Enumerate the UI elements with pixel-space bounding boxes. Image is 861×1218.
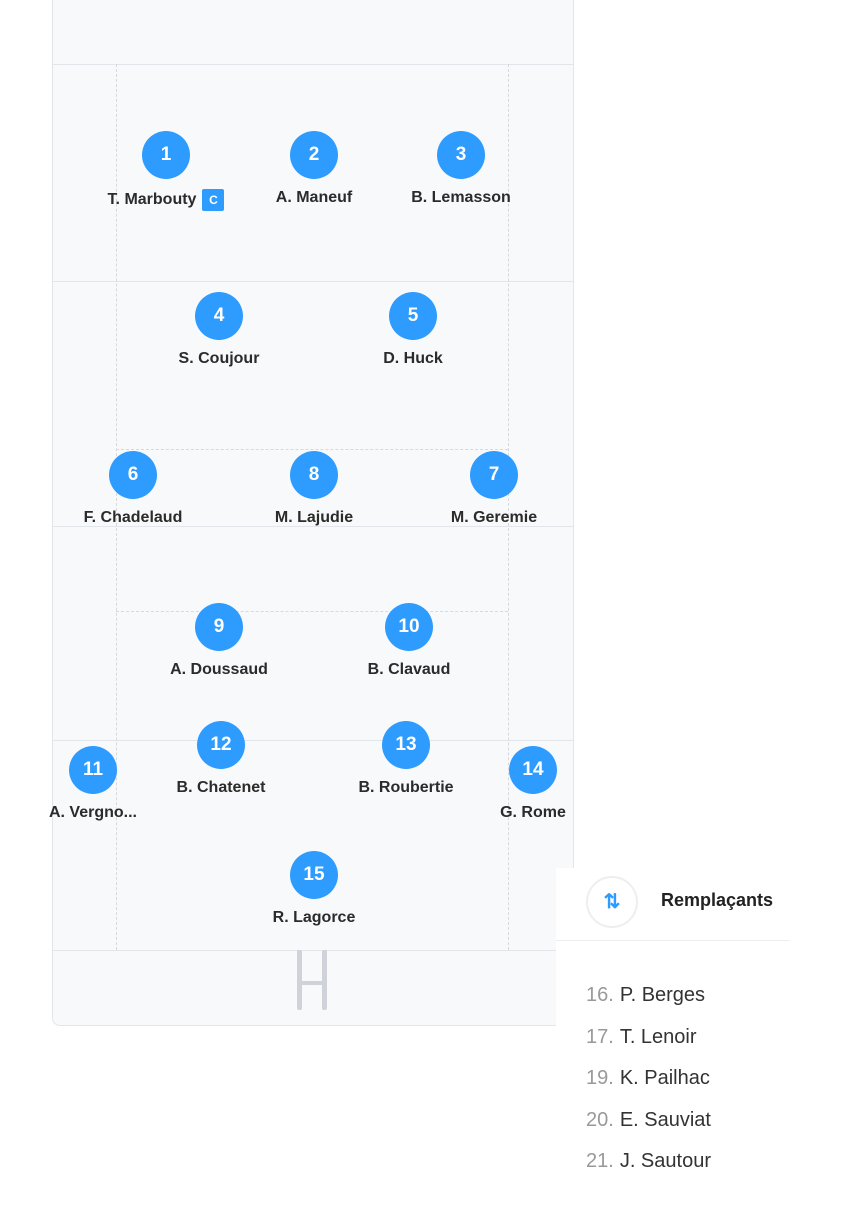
player[interactable]: 12 B. Chatenet <box>151 721 291 797</box>
player-name: F. Chadelaud <box>83 509 183 526</box>
sub-number: 20. <box>586 1108 614 1131</box>
field-line <box>52 950 574 951</box>
sub-name: E. Sauviat <box>619 1108 711 1131</box>
player[interactable]: 1 T. Marbouty C <box>96 131 236 211</box>
sub-name: T. Lenoir <box>619 1025 697 1048</box>
field-line <box>52 281 574 282</box>
player-name: B. Roubertie <box>358 779 454 796</box>
field-dashed-line <box>116 611 508 612</box>
player-name: D. Huck <box>383 350 443 367</box>
player-number: 15 <box>290 851 338 899</box>
player-number: 1 <box>142 131 190 179</box>
list-item[interactable]: 16.P. Berges <box>586 984 711 1026</box>
list-item[interactable]: 19.K. Pailhac <box>586 1067 711 1109</box>
player-name: A. Vergno... <box>48 804 137 821</box>
sub-name: J. Sautour <box>619 1150 711 1172</box>
player[interactable]: 6 F. Chadelaud <box>63 451 203 527</box>
substitutes-list: 16.P. Berges 17.T. Lenoir 19.K. Pailhac … <box>586 984 711 1192</box>
field-line <box>52 526 574 527</box>
captain-badge: C <box>202 189 225 211</box>
player-name: A. Doussaud <box>170 661 268 678</box>
sub-number: 19. <box>586 1067 614 1089</box>
player[interactable]: 2 A. Maneuf <box>244 131 384 207</box>
player-number: 2 <box>290 131 338 179</box>
player-number: 3 <box>437 131 485 179</box>
player-name: R. Lagorce <box>272 909 356 926</box>
substitutes-panel: ⇅ Remplaçants 16.P. Berges 17.T. Lenoir … <box>556 868 790 1218</box>
substitutes-header: ⇅ Remplaçants <box>556 868 790 941</box>
player[interactable]: 5 D. Huck <box>343 292 483 368</box>
player-name: M. Lajudie <box>274 509 354 526</box>
list-item[interactable]: 17.T. Lenoir <box>586 1026 711 1068</box>
player-name: A. Maneuf <box>275 189 353 206</box>
sub-number: 16. <box>586 984 614 1006</box>
player-name: G. Rome <box>500 804 566 821</box>
player[interactable]: 7 M. Geremie <box>424 451 564 527</box>
player-number: 7 <box>470 451 518 499</box>
player[interactable]: 8 M. Lajudie <box>244 451 384 527</box>
player-number: 6 <box>109 451 157 499</box>
player[interactable]: 3 B. Lemasson <box>391 131 531 207</box>
field-dashed-line <box>116 449 508 450</box>
player-number: 13 <box>382 721 430 769</box>
player-number: 8 <box>290 451 338 499</box>
player[interactable]: 4 S. Coujour <box>149 292 289 368</box>
field-line <box>52 740 574 741</box>
player-number: 12 <box>197 721 245 769</box>
player-number: 14 <box>509 746 557 794</box>
list-item[interactable]: 20.E. Sauviat <box>586 1109 711 1151</box>
swap-icon: ⇅ <box>586 876 638 928</box>
player[interactable]: 11 A. Vergno... <box>23 746 163 822</box>
player-name: B. Chatenet <box>176 779 266 796</box>
sub-name: K. Pailhac <box>619 1067 710 1089</box>
player-number: 9 <box>195 603 243 651</box>
substitutes-title: Remplaçants <box>661 890 774 910</box>
player[interactable]: 14 G. Rome <box>463 746 603 822</box>
field-dashed-line <box>508 64 509 950</box>
sub-number: 21. <box>586 1150 614 1172</box>
field-dashed-line <box>116 64 117 950</box>
player[interactable]: 15 R. Lagorce <box>244 851 384 927</box>
sub-name: P. Berges <box>619 984 706 1006</box>
player-name: S. Coujour <box>178 350 260 367</box>
player-name: T. Marbouty <box>107 191 197 209</box>
player[interactable]: 9 A. Doussaud <box>149 603 289 679</box>
field-line <box>52 64 574 65</box>
player[interactable]: 10 B. Clavaud <box>339 603 479 679</box>
sub-number: 17. <box>586 1025 614 1048</box>
player-number: 11 <box>69 746 117 794</box>
player-number: 4 <box>195 292 243 340</box>
player-name: M. Geremie <box>450 509 538 526</box>
player-number: 10 <box>385 603 433 651</box>
list-item[interactable]: 21.J. Sautour <box>586 1150 711 1192</box>
player-name: B. Lemasson <box>411 189 511 206</box>
player-name: B. Clavaud <box>367 661 451 678</box>
player-number: 5 <box>389 292 437 340</box>
player[interactable]: 13 B. Roubertie <box>336 721 476 797</box>
